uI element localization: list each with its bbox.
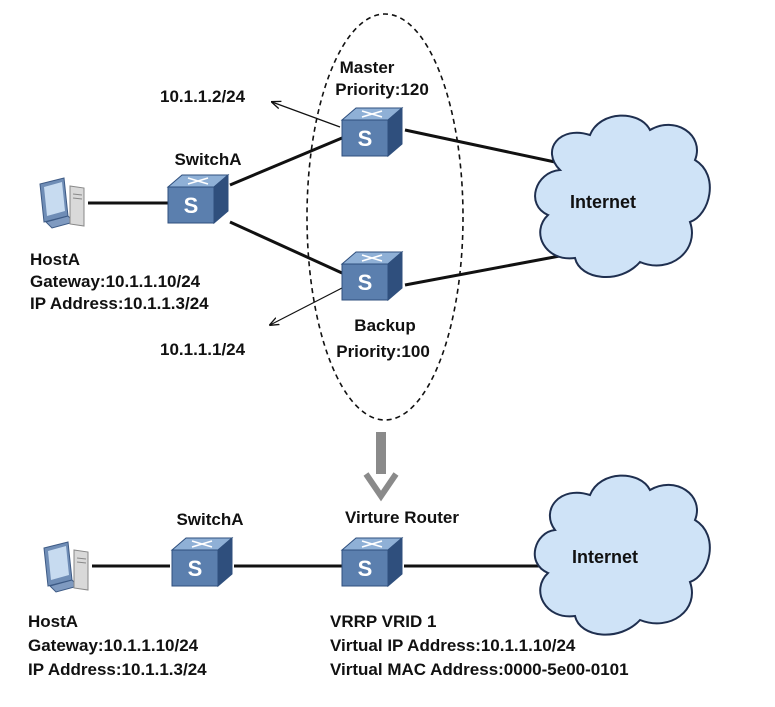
backup-switch-icon [341,251,403,301]
switch-label: SwitchA [174,150,242,169]
vrrp-vrid-label: VRRP VRID 1 [330,612,437,631]
router-switch-icon [341,537,403,587]
link-master-internet [404,128,556,164]
master-ip-pointer [272,102,341,128]
switch-label-bottom: SwitchA [176,510,244,529]
link-backup-internet [404,253,566,287]
switch-icon [167,174,229,224]
internet-label-bottom: Internet [572,547,639,567]
host-gateway-label-bottom: Gateway:10.1.1.10/24 [28,636,199,655]
router-label: Virture Router [345,508,459,527]
cloud-icon [533,474,711,636]
host-name-label-bottom: HostA [28,612,79,631]
vrrp-group-ellipse [306,13,464,421]
master-priority-label: Priority:120 [335,80,429,99]
virtual-mac-label: Virtual MAC Address:0000-5e00-0101 [330,660,629,679]
virtual-ip-label: Virtual IP Address:10.1.1.10/24 [330,636,576,655]
switch-icon [171,537,233,587]
master-switch-icon [341,107,403,157]
master-role-label: Master [339,58,395,77]
link-switch-master [229,136,343,187]
master-ip-label: 10.1.1.2/24 [160,87,246,106]
host-name-label: HostA [30,250,81,269]
backup-ip-pointer [270,287,343,325]
backup-ip-label: 10.1.1.1/24 [160,340,246,359]
host-ip-label-bottom: IP Address:10.1.1.3/24 [28,660,207,679]
cloud-icon [534,114,711,278]
backup-role-label: Backup [354,316,416,335]
host-computer-icon [39,177,85,229]
host-computer-icon [43,541,89,593]
down-arrow-icon [363,432,399,502]
backup-priority-label: Priority:100 [336,342,430,361]
link-switch-backup [229,220,343,275]
host-gateway-label: Gateway:10.1.1.10/24 [30,272,201,291]
internet-label: Internet [570,192,637,212]
host-ip-label: IP Address:10.1.1.3/24 [30,294,209,313]
